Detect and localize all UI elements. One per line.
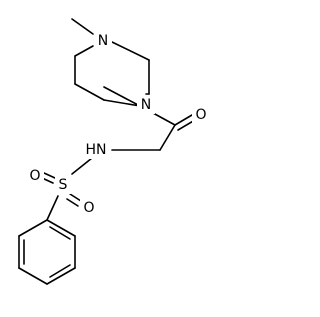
bond-phenyl-6 xyxy=(18,219,48,237)
atom-bg-n-methyl xyxy=(94,32,112,50)
bond-n-carbonyl xyxy=(152,112,176,126)
atom-bg-n-amide xyxy=(137,96,155,114)
bond-phenyl-1 xyxy=(46,219,76,237)
atom-s: S xyxy=(59,177,68,193)
atom-o-sulfonyl-2: O xyxy=(83,200,94,216)
bond-ring-bottom-n4 xyxy=(103,99,141,107)
atom-o-sulfonyl-1: O xyxy=(29,168,40,184)
bond-phenyl-4 xyxy=(18,267,48,285)
atom-n-methyl: N xyxy=(98,33,108,49)
atom-nh: HN xyxy=(86,142,107,158)
bond-phenyl-3 xyxy=(46,267,76,285)
bond-so-left-a xyxy=(43,172,56,179)
atom-n-amide: N xyxy=(141,97,151,113)
bond-carbonyl-ch2 xyxy=(159,124,176,151)
atom-bg-o-sulfonyl-2 xyxy=(80,199,98,217)
bond-methyl xyxy=(71,18,94,35)
bond-ring-n1-c-right xyxy=(111,41,150,61)
bond-nh-s xyxy=(71,157,93,175)
atom-bg-s xyxy=(55,176,71,194)
bond-so-right-b xyxy=(66,198,79,207)
bond-ring-n4-c-left xyxy=(103,86,141,107)
atom-bg-nh xyxy=(82,141,110,159)
bond-phenyl-inner-2 xyxy=(49,264,71,278)
bond-ring-bottom-left xyxy=(74,83,105,101)
atom-o-carbonyl: O xyxy=(195,107,206,123)
atom-bg-o-carbonyl xyxy=(192,106,210,124)
bond-carbonyl-double-a xyxy=(174,114,193,126)
bond-ring-n1-c-left xyxy=(74,45,94,57)
bond-so-right-a xyxy=(69,193,82,202)
bond-phenyl-inner-1 xyxy=(49,226,71,240)
bond-s-phenyl xyxy=(46,195,59,221)
atom-bg-o-sulfonyl-1 xyxy=(26,167,44,185)
structure-diagram: N N O HN S O O xyxy=(18,18,210,285)
